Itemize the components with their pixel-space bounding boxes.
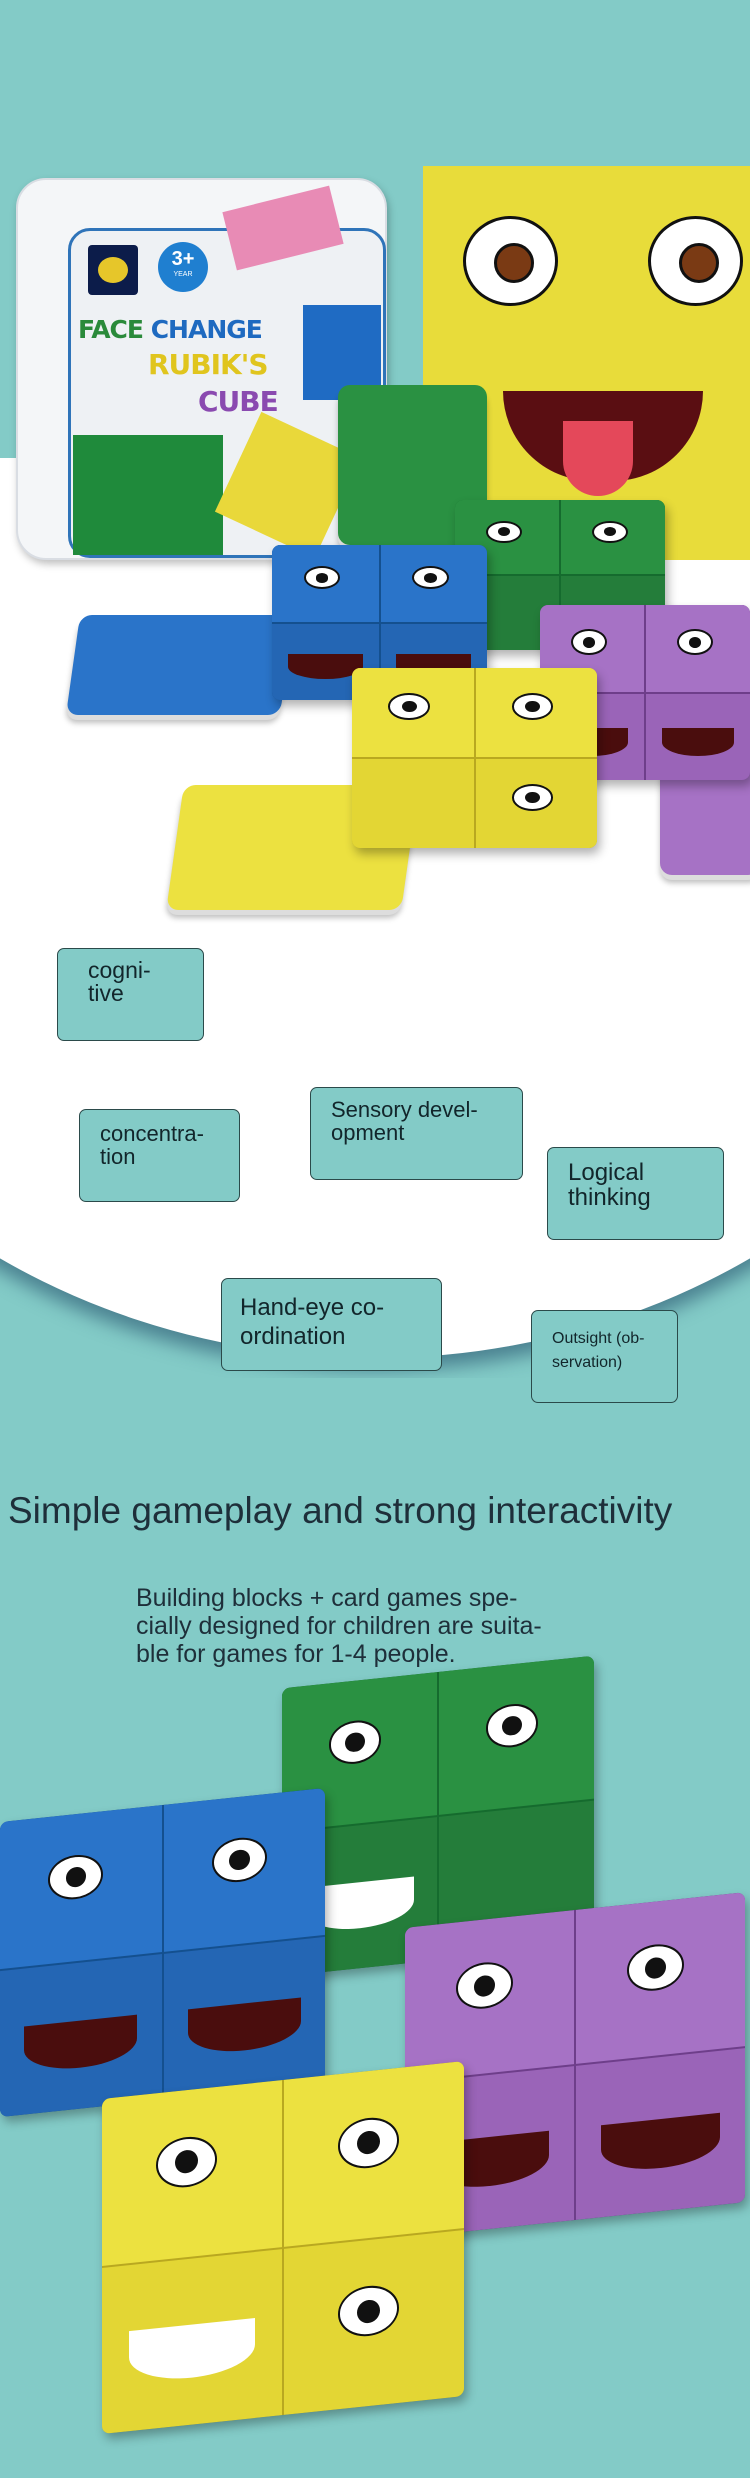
age-badge: 3+ YEAR — [158, 242, 208, 292]
benefit-label-sensory-development: Sensory devel- opment — [310, 1087, 523, 1180]
benefit-label-outsight-observation: Outsight (ob- servation) — [531, 1310, 678, 1403]
benefit-label-concentration: concentra- tion — [79, 1109, 240, 1202]
blue-card-stack — [65, 615, 295, 715]
section-description: Building blocks + card games spe- cially… — [136, 1584, 542, 1668]
section-heading: Simple gameplay and strong interactivity — [8, 1490, 673, 1531]
age-value: 3+ — [171, 248, 195, 270]
blue-cube-large — [0, 1787, 325, 2118]
yellow-face-card-closeup — [423, 166, 750, 560]
title-face: FACE — [78, 315, 144, 344]
benefit-label-cognitive: cogni- tive — [57, 948, 204, 1041]
yellow-cube-large — [102, 2060, 464, 2435]
title-cube: CUBE — [198, 385, 279, 418]
title-change: CHANGE — [150, 315, 263, 344]
title-rubiks: RUBIK'S — [148, 348, 268, 381]
benefit-label-hand-eye-coordination: Hand-eye co- ordination — [221, 1278, 442, 1371]
benefit-label-logical-thinking: Logical thinking — [547, 1147, 724, 1240]
product-tin-box: 3+ YEAR FACE CHANGE RUBIK'S CUBE — [16, 178, 387, 560]
yellow-cube — [352, 668, 597, 848]
age-unit: YEAR — [173, 271, 193, 278]
brand-logo — [88, 245, 138, 295]
